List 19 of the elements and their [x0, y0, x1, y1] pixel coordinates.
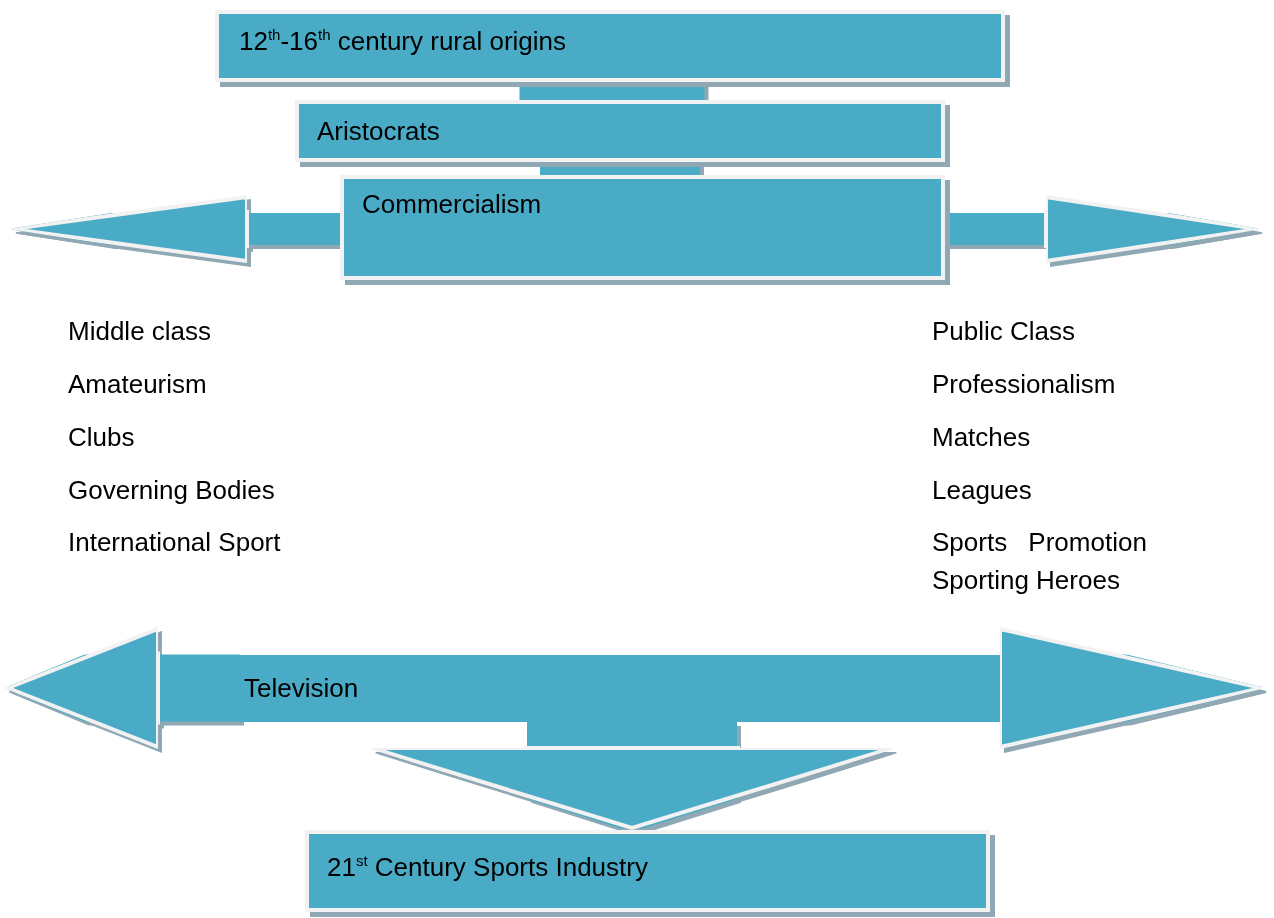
- list-item: Sporting Heroes: [932, 565, 1120, 597]
- list-item: Governing Bodies: [68, 475, 275, 507]
- list-item: Public Class: [932, 316, 1076, 348]
- list-item: Matches: [932, 422, 1031, 454]
- list-item: Sports Promotion: [932, 527, 1147, 559]
- list-item: Amateurism: [68, 369, 207, 401]
- list-item: Clubs: [68, 422, 135, 454]
- box-label: Aristocrats: [317, 116, 440, 148]
- arrow: [6, 627, 240, 749]
- box-label: Commercialism: [362, 189, 542, 221]
- list-item: Middle class: [68, 316, 212, 348]
- arrow-body: [240, 655, 1000, 722]
- arrow: [998, 627, 1264, 749]
- box-label: 12$^{th}$-16$^{th}$ century rural origins: [239, 26, 567, 58]
- list-item: International Sport: [68, 527, 281, 559]
- list-item: Professionalism: [932, 369, 1116, 401]
- box-label: Television: [244, 673, 359, 705]
- box-label: 21$^{st}$ Century Sports Industry: [327, 852, 648, 884]
- list-item: Leagues: [932, 475, 1032, 507]
